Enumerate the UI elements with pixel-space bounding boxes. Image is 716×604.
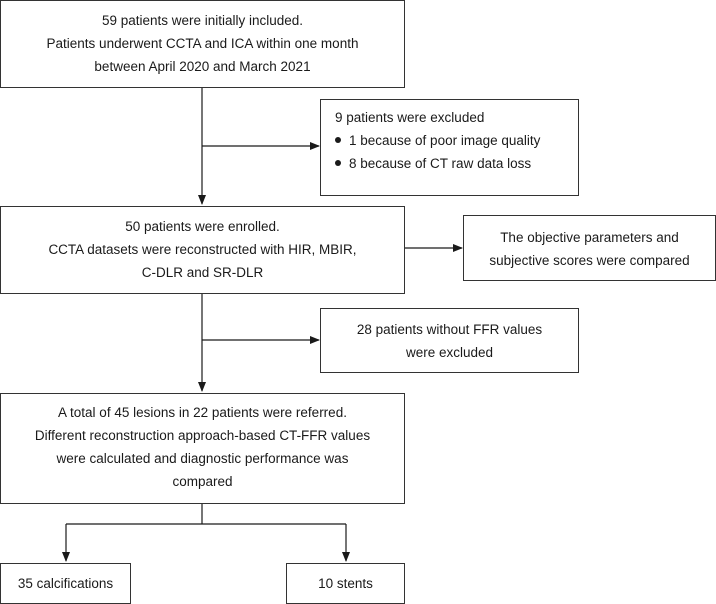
box-excluded-1-title: 9 patients were excluded: [335, 110, 485, 125]
box-compared-line-1: The objective parameters and: [500, 230, 679, 245]
box-enrolled-line-1: 50 patients were enrolled.: [125, 219, 280, 234]
box-stents: 10 stents: [286, 563, 405, 604]
box-calcifications: 35 calcifications: [0, 563, 131, 604]
box-lesions-line-4: compared: [172, 474, 233, 489]
box-excluded-2-line-2: were excluded: [405, 345, 494, 360]
box-initial-line-2: Patients underwent CCTA and ICA within o…: [46, 36, 359, 51]
box-initial-line-1: 59 patients were initially included.: [101, 13, 304, 28]
box-excluded-1-bullet-1: 1 because of poor image quality: [335, 129, 578, 152]
bullet-icon: [335, 160, 341, 167]
box-excluded-1-bullet-2-text: 8 because of CT raw data loss: [349, 156, 532, 171]
box-lesions-line-2: Different reconstruction approach-based …: [34, 428, 371, 443]
box-excluded-no-ffr: 28 patients without FFR values were excl…: [320, 308, 579, 373]
bullet-icon: [335, 137, 341, 144]
box-lesions-line-3: were calculated and diagnostic performan…: [56, 451, 349, 466]
box-initially-included: 59 patients were initially included. Pat…: [0, 0, 405, 88]
box-excluded-1-bullet-2: 8 because of CT raw data loss: [335, 152, 578, 175]
box-enrolled: 50 patients were enrolled. CCTA datasets…: [0, 206, 405, 294]
box-enrolled-line-3: C-DLR and SR-DLR: [141, 265, 264, 280]
box-excluded-1-bullet-1-text: 1 because of poor image quality: [349, 133, 541, 148]
box-lesions-referred: A total of 45 lesions in 22 patients wer…: [0, 393, 405, 504]
box-excluded-poor-quality: 9 patients were excluded 1 because of po…: [320, 99, 579, 196]
box-compared: The objective parameters and subjective …: [463, 215, 716, 281]
box-stents-label: 10 stents: [318, 576, 373, 591]
box-lesions-line-1: A total of 45 lesions in 22 patients wer…: [58, 405, 347, 420]
box-initial-line-3: between April 2020 and March 2021: [94, 59, 311, 74]
box-compared-line-2: subjective scores were compared: [489, 253, 690, 268]
box-excluded-2-line-1: 28 patients without FFR values: [356, 322, 543, 337]
box-enrolled-line-2: CCTA datasets were reconstructed with HI…: [48, 242, 357, 257]
box-calcifications-label: 35 calcifications: [17, 576, 114, 591]
